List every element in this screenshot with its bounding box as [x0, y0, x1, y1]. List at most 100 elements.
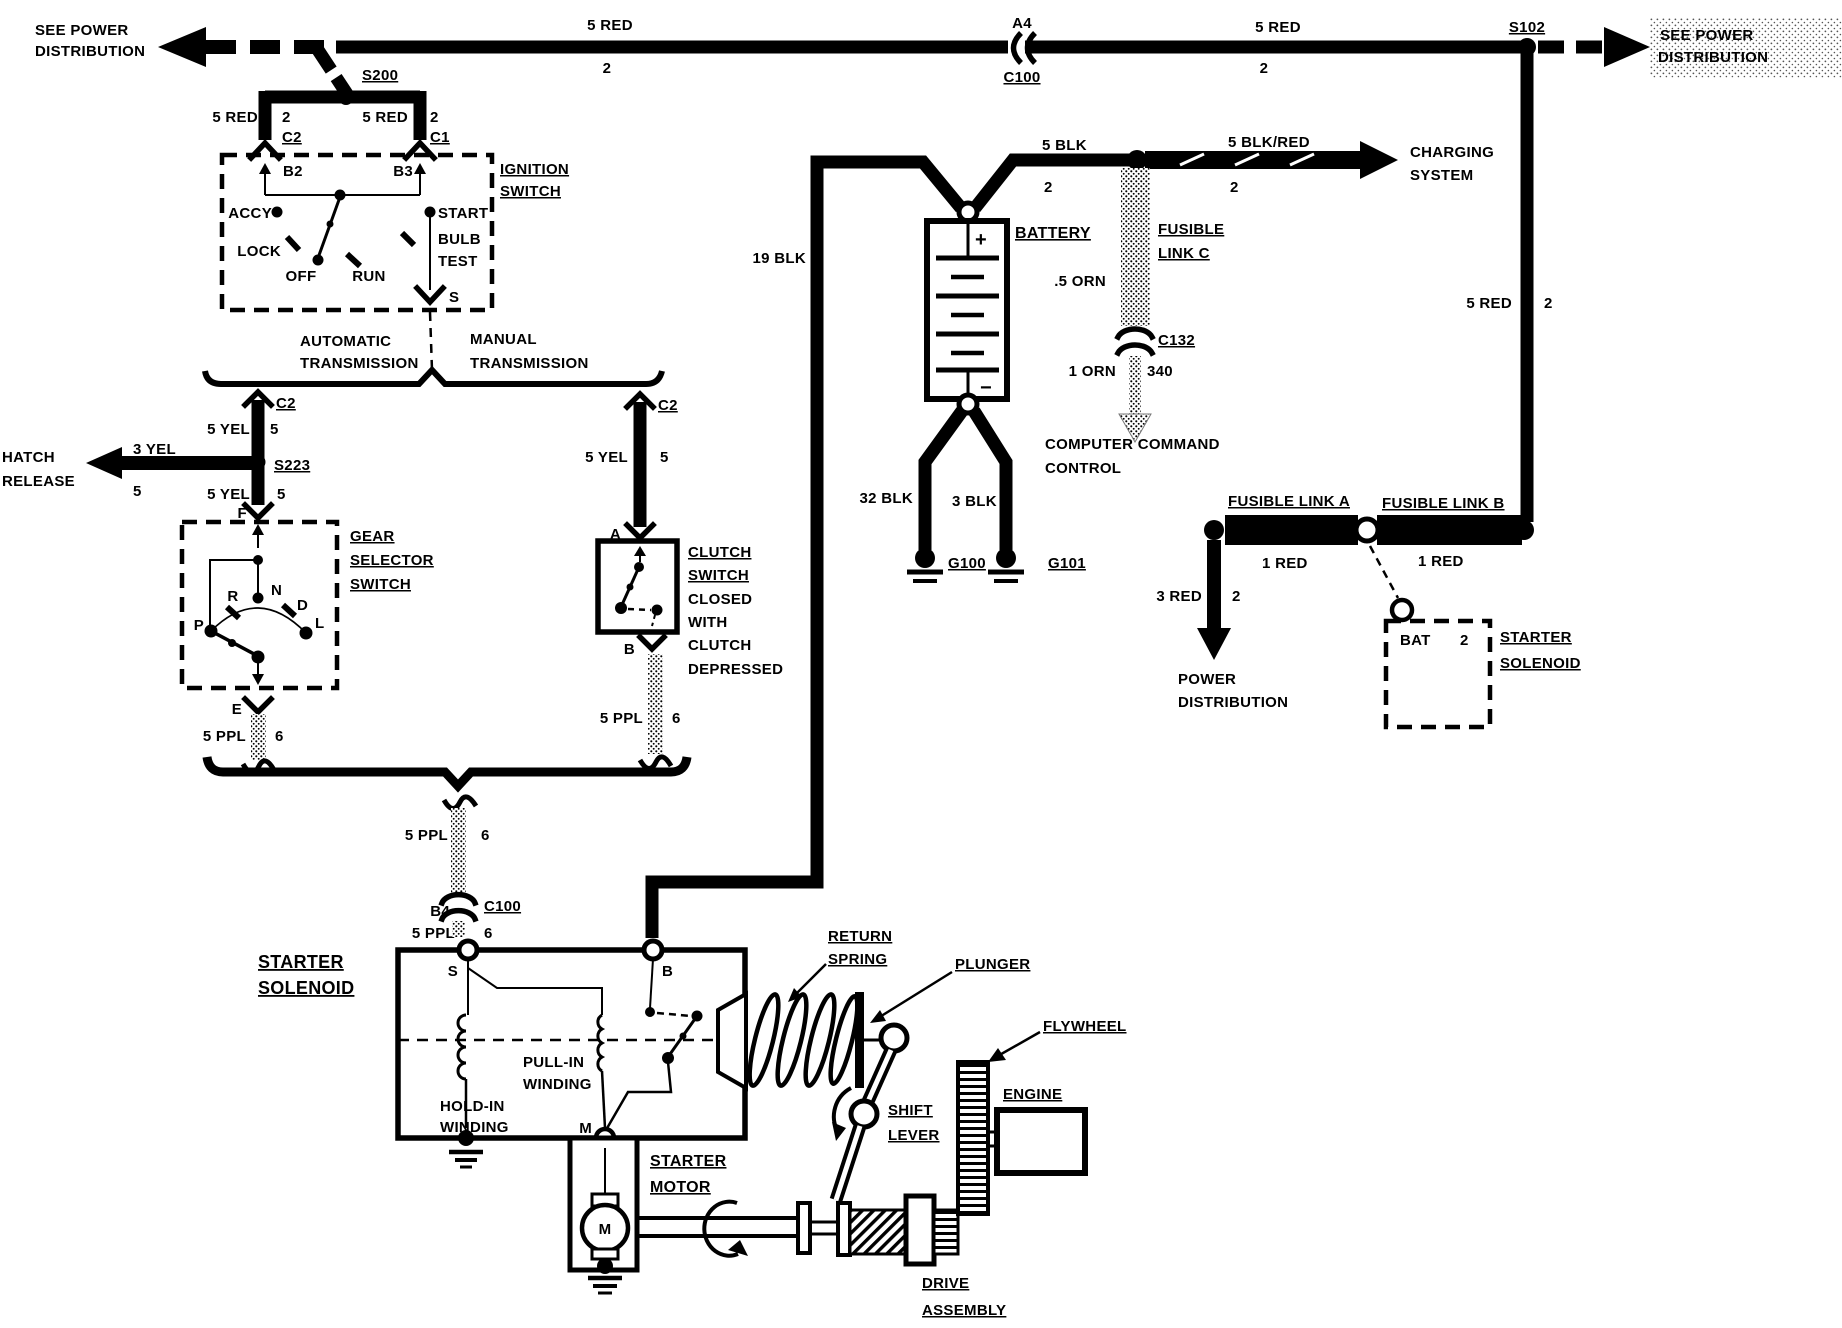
terminal-a4: A4: [1012, 15, 1032, 32]
circuit-label: 340: [1147, 363, 1173, 380]
plunger-face: [855, 992, 864, 1088]
position-label: TEST: [438, 253, 478, 270]
component-title: SWITCH: [500, 183, 561, 200]
drive-train: SHIFT LEVER DRIVE ASSEMBLY FLYWHEEL ENGI…: [637, 1018, 1127, 1319]
connector-c2-label: C2: [282, 129, 302, 146]
position-label: OFF: [286, 268, 317, 285]
callout-label: SPRING: [828, 951, 887, 968]
wire-label: 32 BLK: [860, 490, 913, 507]
wire-label: 5 RED: [362, 109, 408, 126]
wire-label: 3 RED: [1156, 588, 1202, 605]
wire-label: 19 BLK: [753, 250, 806, 267]
wire-break-squiggle: [441, 794, 479, 811]
gauge-label: 5: [133, 483, 142, 500]
return-spring-coil: [775, 992, 809, 1088]
shift-lever-top-pivot: [878, 1022, 910, 1054]
rotation-arrow-icon: [702, 1199, 739, 1258]
position-label: START: [438, 205, 488, 222]
contact-d: [280, 602, 298, 619]
wire-label: 5 PPL: [405, 827, 448, 844]
clutch-switch-box: [595, 538, 680, 635]
winding-label: WINDING: [440, 1119, 509, 1136]
wire-label: 5 PPL: [600, 710, 643, 727]
connector-chevron-icon: [402, 138, 438, 162]
component-title: STARTER: [1500, 629, 1572, 646]
fusible-link-a-bar: [1225, 515, 1358, 545]
wire-label: 5 PPL: [412, 925, 455, 942]
position-label: ACCY: [228, 205, 272, 222]
position-label: LOCK: [237, 243, 281, 260]
destination-label: COMPUTER COMMAND: [1045, 436, 1220, 453]
gauge-label: 5: [660, 449, 669, 466]
winding-label: HOLD-IN: [440, 1098, 505, 1115]
contact-run: [344, 251, 363, 269]
wire-5ppl-gray: [251, 714, 266, 760]
component-title: FUSIBLE LINK A: [1228, 493, 1350, 510]
contact-n: [252, 592, 264, 604]
starter-solenoid-remote-box: [1383, 618, 1493, 730]
top-power-bus: SEE POWER DISTRIBUTION 5 RED 2 A4 C100 5…: [35, 15, 1842, 98]
component-title: LINK C: [1158, 245, 1210, 262]
gauge-label: 5: [277, 486, 286, 503]
terminal-bat: BAT: [1400, 632, 1431, 649]
position-label: P: [194, 617, 204, 634]
component-title: SWITCH: [350, 576, 411, 593]
destination-label: CONTROL: [1045, 460, 1121, 477]
wire-label: 1 RED: [1418, 553, 1464, 570]
gauge-label: 2: [1232, 588, 1241, 605]
callout-label: RETURN: [828, 928, 892, 945]
ignition-switch: IGNITION SWITCH B2 B3 ACCY LOCK OFF RUN …: [219, 152, 569, 313]
shift-lever-mid-pivot: [848, 1098, 880, 1130]
wire-label: 5 YEL: [207, 486, 250, 503]
highlight-stipple: [1650, 18, 1842, 78]
see-power-left: SEE POWER: [35, 22, 129, 39]
component-title: FUSIBLE LINK B: [1382, 495, 1505, 512]
wire-5ppl-gray: [451, 808, 466, 896]
terminal-b2: B2: [283, 163, 303, 180]
winding-label: WINDING: [523, 1076, 592, 1093]
destination-label: HATCH: [2, 449, 55, 466]
gauge-label: 2: [282, 109, 291, 126]
return-spring-coil: [828, 994, 860, 1086]
callout-label: FLYWHEEL: [1043, 1018, 1127, 1035]
ground-g100-label: G100: [948, 555, 986, 572]
wire-label: 1 RED: [1262, 555, 1308, 572]
gear-selector-switch: GEAR SELECTOR SWITCH P R N D L E 5 PPL 6: [179, 519, 434, 775]
plunger-core: [716, 990, 748, 1092]
wire-5ppl-gray: [648, 654, 663, 754]
winding-label: PULL-IN: [523, 1054, 584, 1071]
terminal-m: M: [579, 1120, 592, 1137]
split-brace: [202, 365, 665, 387]
fusible-link-b-bar: [1377, 515, 1522, 545]
connector-a4-icon: [1024, 31, 1038, 65]
gauge-label: 2: [1230, 179, 1239, 196]
battery: 5 BLK 2 + − BATTERY 32 BLK 3 BLK G100 G1…: [860, 137, 1147, 583]
component-note: WITH: [688, 614, 728, 631]
wire-label: .5 ORN: [1054, 273, 1106, 290]
terminal-b3: B3: [393, 163, 413, 180]
battery-plus-sign: +: [975, 229, 987, 251]
component-title: STARTER: [258, 952, 344, 972]
callout-label: ASSEMBLY: [922, 1302, 1006, 1319]
callout-label: PLUNGER: [955, 956, 1030, 973]
starter-solenoid: STARTER SOLENOID S B PULL-IN WINDING HOL…: [258, 938, 748, 1169]
wire-1orn-gray: [1129, 356, 1141, 418]
terminal-b-circle: [641, 938, 665, 962]
callout-label: LEVER: [888, 1127, 940, 1144]
destination-label: SYSTEM: [1410, 167, 1473, 184]
gauge-label: 6: [481, 827, 490, 844]
contact-accy: [271, 206, 283, 218]
selector-arc: [210, 607, 307, 634]
fusible-links-ab: 5 RED 2 FUSIBLE LINK A FUSIBLE LINK B 1 …: [1156, 50, 1580, 730]
arrowhead: [1197, 628, 1231, 660]
splice-s200-label: S200: [362, 67, 398, 84]
position-label: BULB: [438, 231, 481, 248]
bat-terminal: [1389, 597, 1415, 623]
ignition-rotor-contact: [316, 196, 342, 259]
feed-to-solenoid: 5 PPL 6 B4 C100 5 PPL 6: [202, 756, 692, 942]
contact-off: [312, 254, 324, 266]
position-label: RUN: [352, 268, 385, 285]
transmission-split: AUTOMATIC TRANSMISSION MANUAL TRANSMISSI…: [202, 311, 665, 387]
